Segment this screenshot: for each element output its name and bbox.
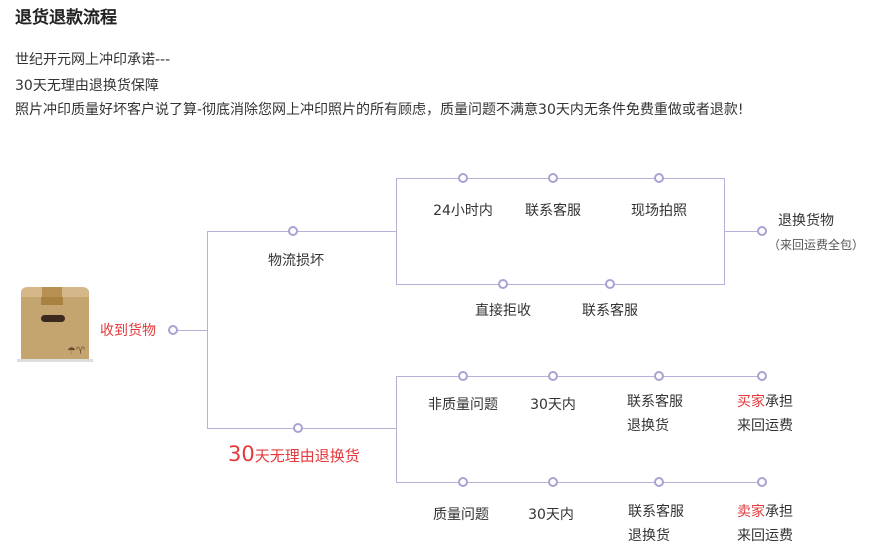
connector-line — [207, 231, 208, 429]
step-label: 买家承担来回运费 — [737, 394, 793, 434]
connector-line — [396, 376, 762, 377]
connector-line — [724, 231, 762, 232]
node-dot — [548, 477, 558, 487]
node-dot — [654, 173, 664, 183]
step-label: 24小时内 — [433, 203, 493, 219]
intro-line: 世纪开元网上冲印承诺--- — [15, 52, 171, 68]
intro-line: 照片冲印质量好坏客户说了算-彻底消除您网上冲印照片的所有顾虑，质量问题不满意30… — [15, 102, 744, 118]
node-dot — [458, 477, 468, 487]
node-dot — [498, 279, 508, 289]
node-dot — [757, 371, 767, 381]
node-dot — [458, 173, 468, 183]
node-dot — [293, 423, 303, 433]
node-dot — [288, 226, 298, 236]
page-title: 退货退款流程 — [15, 8, 117, 28]
step-label: 30天内 — [530, 397, 576, 413]
step-label: 联系客服 — [525, 203, 581, 219]
step-label: 现场拍照 — [631, 203, 687, 219]
connector-line — [396, 284, 724, 285]
step-label: 联系客服 — [582, 303, 638, 319]
connector-line — [396, 482, 762, 483]
intro-line: 30天无理由退换货保障 — [15, 78, 159, 94]
branch-label-30day-return: 30天无理由退换货 — [228, 442, 360, 466]
step-label: 联系客服退换货 — [627, 394, 683, 434]
branch-label-logistics-damage: 物流损坏 — [268, 253, 324, 269]
step-label: 联系客服退换货 — [628, 504, 684, 544]
connector-line — [396, 178, 397, 285]
node-dot — [548, 371, 558, 381]
start-label: 收到货物 — [100, 323, 156, 339]
svg-text:☂♈: ☂♈ — [67, 346, 85, 357]
connector-line — [173, 330, 207, 331]
step-label: 质量问题 — [433, 507, 489, 523]
node-dot — [548, 173, 558, 183]
step-label: 非质量问题 — [428, 397, 498, 413]
node-dot — [757, 477, 767, 487]
node-dot — [458, 371, 468, 381]
result-note: （来回运费全包） — [768, 238, 865, 252]
step-label: 卖家承担来回运费 — [737, 504, 793, 544]
step-label: 30天内 — [528, 507, 574, 523]
node-dot — [757, 226, 767, 236]
connector-line — [396, 376, 397, 483]
step-label: 直接拒收 — [475, 303, 531, 319]
node-dot — [654, 477, 664, 487]
node-dot — [654, 371, 664, 381]
node-dot — [168, 325, 178, 335]
result-label: 退换货物 — [778, 213, 834, 229]
node-dot — [605, 279, 615, 289]
connector-line — [207, 231, 396, 232]
connector-line — [396, 178, 724, 179]
package-box-icon: ☂♈ — [15, 287, 93, 363]
